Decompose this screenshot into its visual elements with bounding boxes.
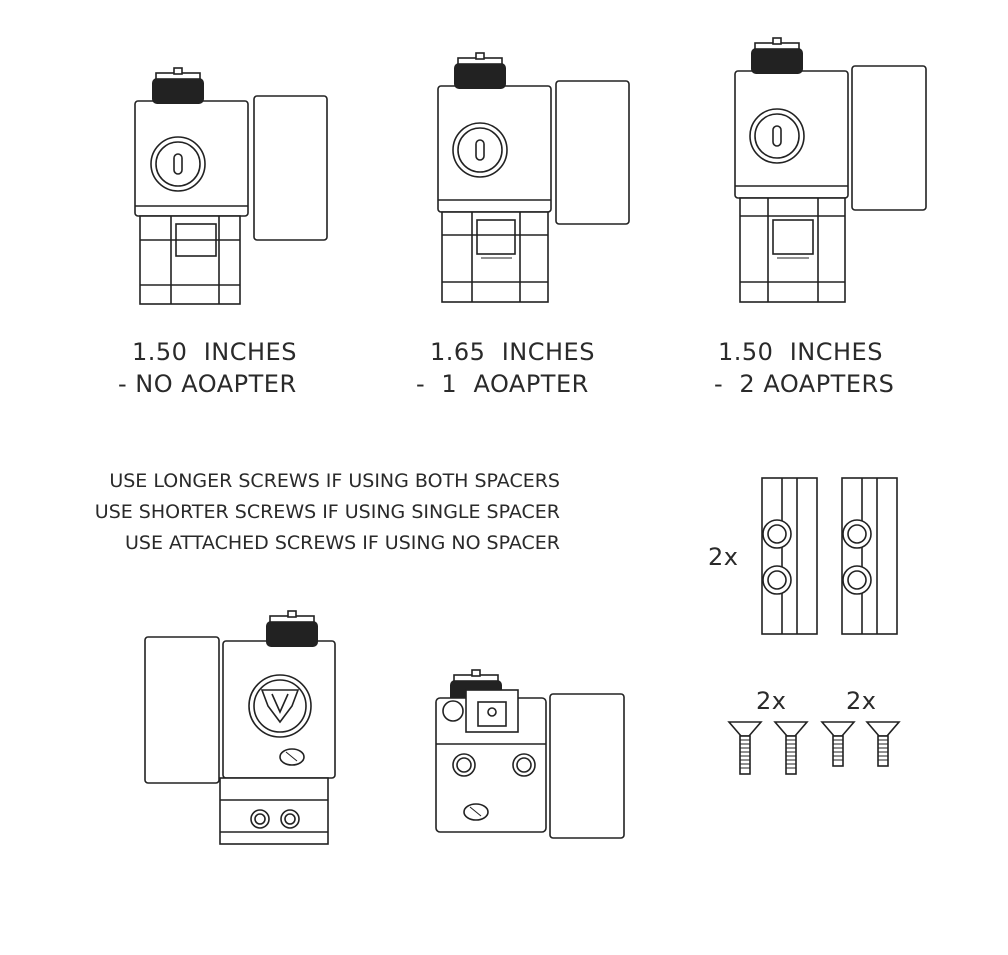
sight-two-adapters (734, 37, 927, 303)
config-3-adapter: - 2 AOAPTERS (714, 370, 895, 398)
note-single-spacer: USE SHORTER SCREWS IF USING SINGLE SPACE… (94, 501, 560, 523)
short-screws (821, 721, 900, 767)
config-2-adapter: - 1 AOAPTER (416, 370, 589, 398)
spacer-pair (761, 477, 898, 635)
long-screw-quantity: 2x (756, 687, 787, 715)
config-1-height: 1.50 INCHES (132, 338, 297, 366)
config-2-height: 1.65 INCHES (430, 338, 595, 366)
long-screws (728, 721, 808, 775)
sight-one-adapter (437, 52, 630, 303)
sight-front-view (144, 610, 336, 845)
short-screw-quantity: 2x (846, 687, 877, 715)
config-3-height: 1.50 INCHES (718, 338, 883, 366)
sight-rear-view (435, 669, 625, 839)
spacer-quantity: 2x (708, 543, 739, 571)
sight-no-adapter (134, 67, 328, 305)
note-no-spacer: USE ATTACHED SCREWS IF USING NO SPACER (124, 532, 560, 554)
config-1-adapter: - NO AOAPTER (118, 370, 297, 398)
note-both-spacers: USE LONGER SCREWS IF USING BOTH SPACERS (109, 470, 560, 492)
